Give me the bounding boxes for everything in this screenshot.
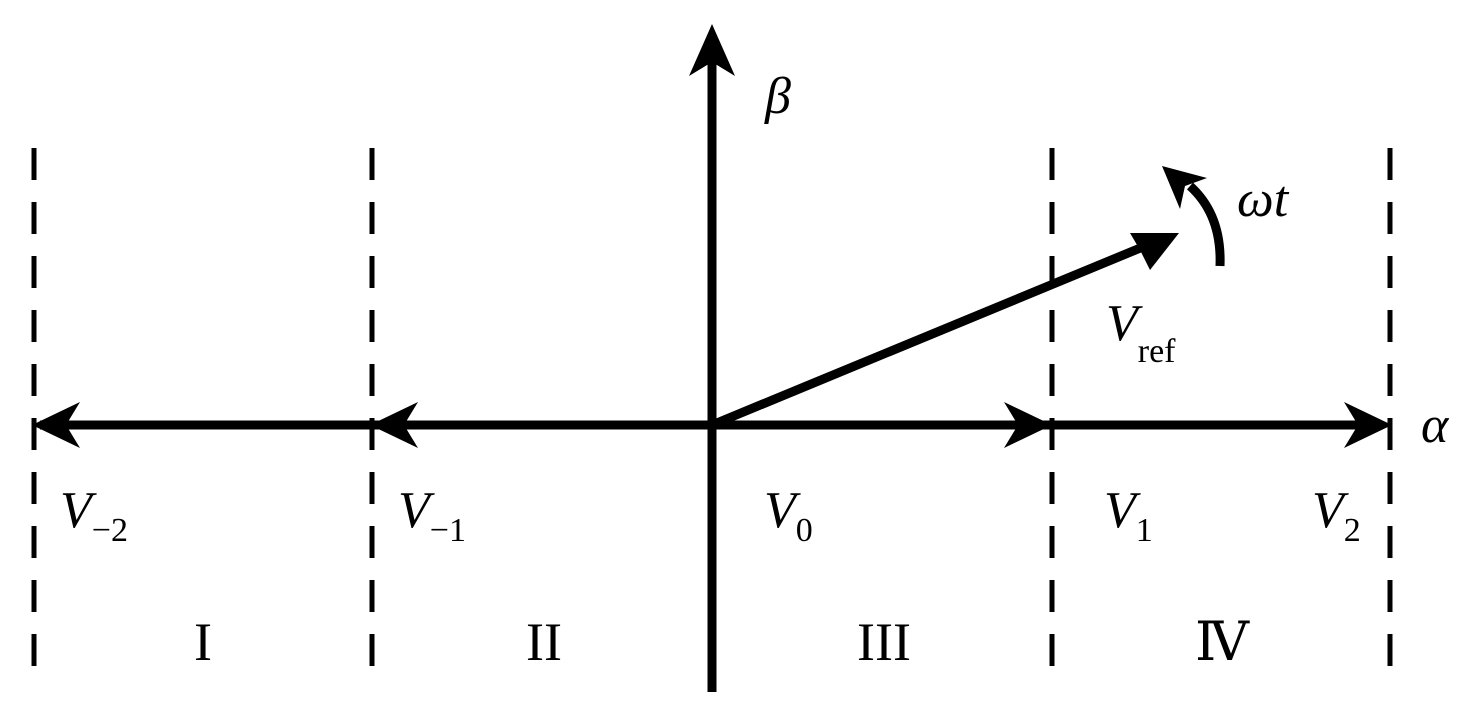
arrowhead-v-minus-2 (32, 402, 80, 448)
vector-subscript: −2 (92, 512, 128, 549)
alpha-label: α (1421, 397, 1450, 454)
vector-label-v-minus-2: V−2 (60, 482, 128, 549)
vector-label-v-2: V2 (1312, 482, 1361, 549)
vector-subscript: 1 (1136, 512, 1153, 549)
rotation-arc (1186, 182, 1225, 267)
vector-symbol: V (764, 482, 801, 539)
arrowhead-reference (1130, 233, 1179, 270)
reference-vector-label: Vref (1106, 295, 1176, 370)
vector-symbol: V (398, 482, 435, 539)
rotation-arrowhead (1162, 166, 1207, 209)
reference-vector-subscript: ref (1138, 333, 1176, 370)
arrowhead-beta (689, 24, 735, 76)
rotation-label: ωt (1237, 171, 1290, 228)
vector-symbol: V (60, 482, 97, 539)
beta-label: β (764, 68, 791, 125)
arrowhead-v-1 (1004, 402, 1052, 448)
vector-label-v-0: V0 (764, 482, 813, 549)
reference-vector-symbol: V (1106, 295, 1143, 352)
region-label-2: II (526, 612, 562, 672)
reference-vector-line (710, 239, 1152, 430)
region-label-3: III (857, 612, 911, 672)
arrowhead-v-minus-1 (370, 402, 418, 448)
vector-symbol: V (1104, 482, 1141, 539)
vector-symbol: V (1312, 482, 1349, 539)
vector-subscript: 2 (1344, 512, 1361, 549)
vector-subscript: 0 (796, 512, 813, 549)
arrowhead-v-2 (1344, 402, 1392, 448)
vector-subscript: −1 (430, 512, 466, 549)
region-label-4: Ⅳ (1195, 612, 1250, 672)
vector-label-v-1: V1 (1104, 482, 1153, 549)
region-label-1: I (194, 612, 212, 672)
vector-label-v-minus-1: V−1 (398, 482, 466, 549)
